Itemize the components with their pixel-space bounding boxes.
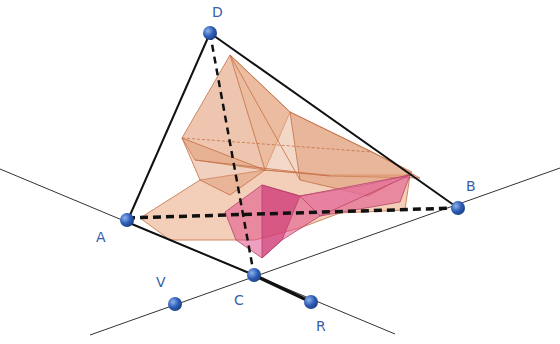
- point-label: V: [156, 274, 166, 290]
- point-label: C: [234, 292, 244, 308]
- point-label: A: [96, 229, 106, 245]
- tetrahedron-edges: [127, 33, 458, 302]
- point-v: [168, 297, 182, 311]
- point-label: R: [316, 318, 326, 334]
- point-r: [304, 295, 318, 309]
- point-markers: [120, 26, 465, 311]
- point-label: B: [466, 178, 476, 194]
- line-vb: [90, 168, 560, 335]
- pink-solid: [225, 175, 410, 258]
- point-a: [120, 213, 134, 227]
- point-label: D: [212, 4, 223, 20]
- point-d: [203, 26, 217, 40]
- point-b: [451, 201, 465, 215]
- point-c: [247, 268, 261, 282]
